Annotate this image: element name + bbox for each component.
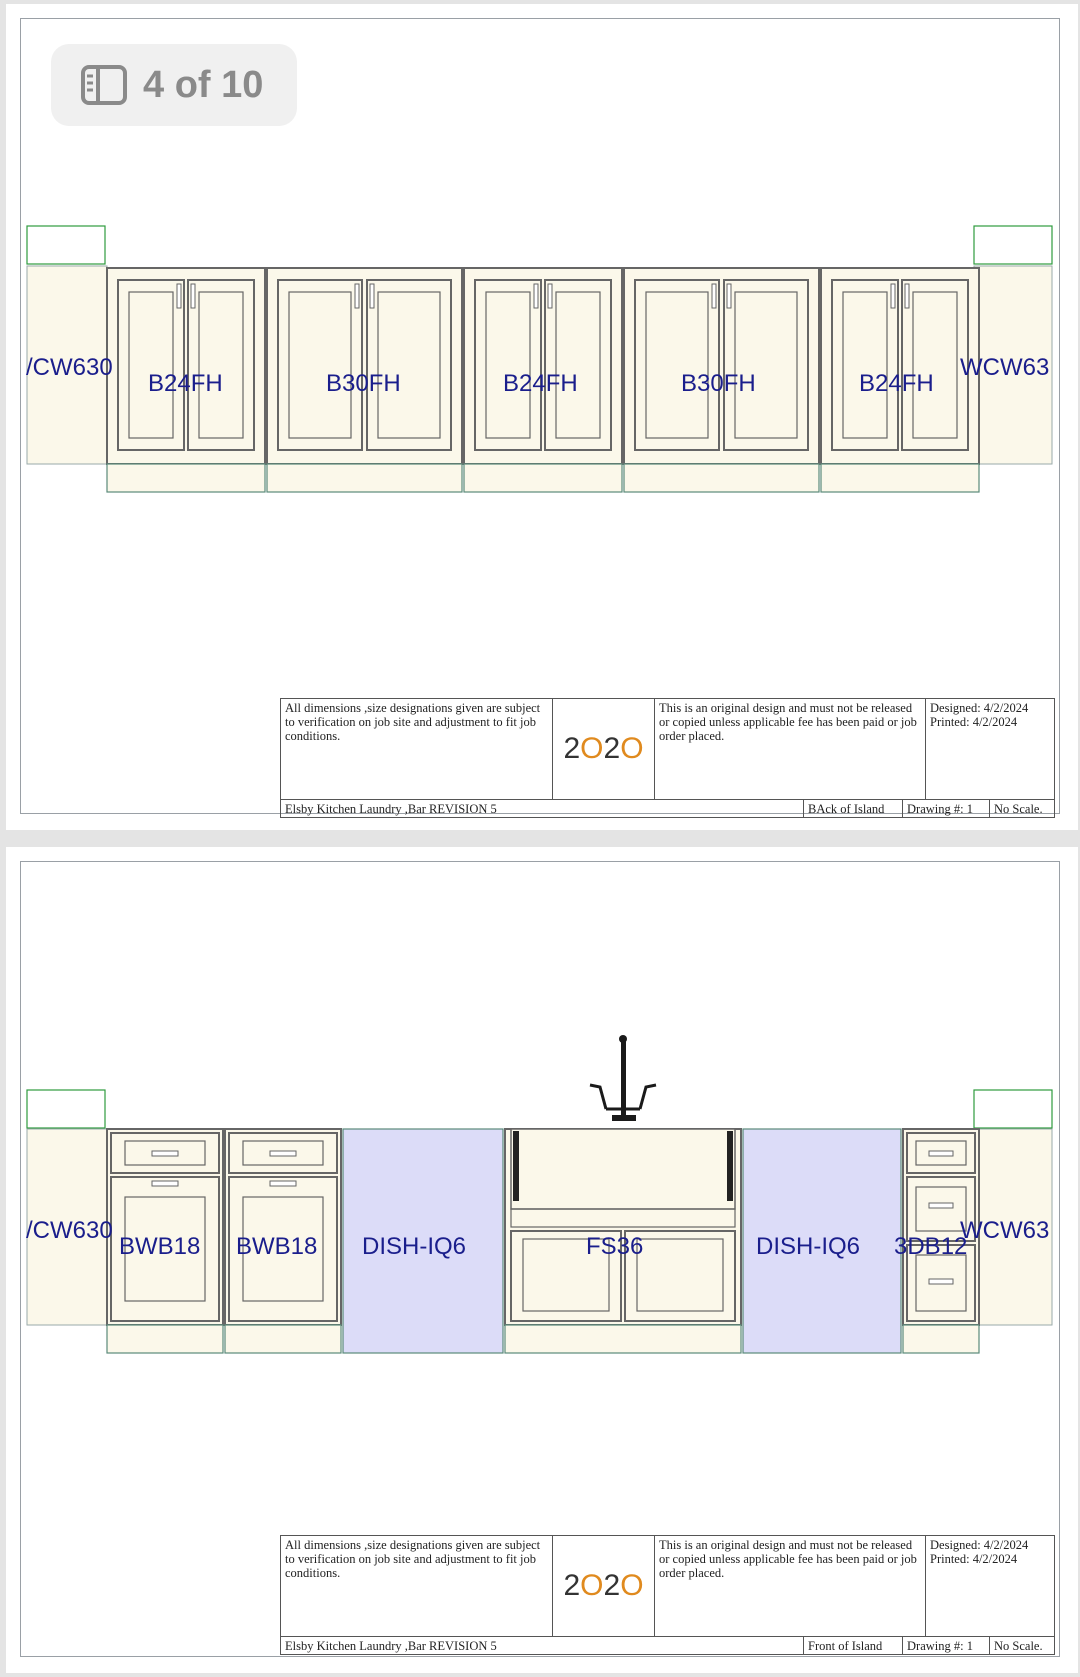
label-cabinet-4: B30FH [681,370,756,397]
cabinet-b30fh-1 [266,267,463,493]
sidebar-icon [81,65,127,105]
cabinet-bwb18-1 [106,1128,224,1354]
drawing-number: Drawing #: 1 [902,1636,990,1655]
cabinet-b24fh-3 [820,267,980,493]
view-name: Front of Island [803,1636,903,1655]
copyright-note: This is an original design and must not … [654,1535,926,1637]
right-counter-outline [973,1089,1053,1129]
label-cabinet-1: BWB18 [119,1233,201,1260]
title-block: All dimensions ,size designations given … [280,1535,1060,1655]
label-cabinet-2: BWB18 [236,1233,318,1260]
page-indicator-text: 4 of 10 [143,63,264,106]
label-cabinet-6: 3DB12 [894,1233,968,1260]
drawing-sheet-back: 4 of 10 [6,4,1078,830]
title-block: All dimensions ,size designations given … [280,698,1060,818]
disclaimer-note: All dimensions ,size designations given … [280,698,553,800]
cabinet-b24fh-1 [106,267,266,493]
label-dishwasher-2: DISH-IQ6 [756,1233,861,1260]
dates-cell: Designed: 4/2/2024 Printed: 4/2/2024 [925,698,1055,800]
disclaimer-note: All dimensions ,size designations given … [280,1535,553,1637]
designed-date: Designed: 4/2/2024 [930,701,1029,715]
elevation-front [26,1035,1053,1354]
label-right-wall: WCW63 [960,1219,1050,1243]
faucet-icon [589,1035,657,1121]
cabinet-b24fh-2 [463,267,623,493]
label-left-wall: /CW630 [26,1217,113,1244]
project-name: Elsby Kitchen Laundry ,Bar REVISION 5 [280,799,804,818]
label-cabinet-2: B30FH [326,370,401,397]
sheet-frame [20,18,1060,814]
farmhouse-sink-fs36 [504,1128,742,1354]
label-dishwasher-1: DISH-IQ6 [362,1233,467,1260]
cabinet-b30fh-2 [623,267,820,493]
project-name: Elsby Kitchen Laundry ,Bar REVISION 5 [280,1636,804,1655]
copyright-note: This is an original design and must not … [654,698,926,800]
printed-date: Printed: 4/2/2024 [930,1552,1018,1566]
drawing-sheet-front: /CW630 BWB18 BWB18 DISH-IQ6 FS36 DISH-IQ… [6,847,1078,1673]
label-cabinet-3: B24FH [503,370,578,397]
right-wall-cabinet [973,1128,1053,1326]
printed-date: Printed: 4/2/2024 [930,715,1018,729]
designed-date: Designed: 4/2/2024 [930,1538,1029,1552]
cabinet-bwb18-2 [224,1128,342,1354]
cabinet-3db12 [902,1128,980,1354]
label-cabinet-5: B24FH [859,370,934,397]
page-indicator[interactable]: 4 of 10 [51,44,297,126]
label-sink: FS36 [586,1233,644,1260]
elevation-back [26,225,1053,493]
left-counter-outline [26,225,106,265]
right-counter-outline [973,225,1053,265]
scale-note: No Scale. [989,1636,1055,1655]
label-cabinet-1: B24FH [148,370,223,397]
left-counter-outline [26,1089,106,1129]
dishwasher-1 [342,1128,504,1354]
view-name: BAck of Island [803,799,903,818]
dishwasher-2 [742,1128,902,1354]
drawing-number: Drawing #: 1 [902,799,990,818]
left-wall-cabinet [26,1128,108,1326]
left-wall-cabinet [26,265,108,465]
label-right-wall: WCW63 [960,356,1050,380]
sheet-frame [20,861,1060,1657]
label-left-wall: /CW630 [26,354,113,381]
dates-cell: Designed: 4/2/2024 Printed: 4/2/2024 [925,1535,1055,1637]
scale-note: No Scale. [989,799,1055,818]
